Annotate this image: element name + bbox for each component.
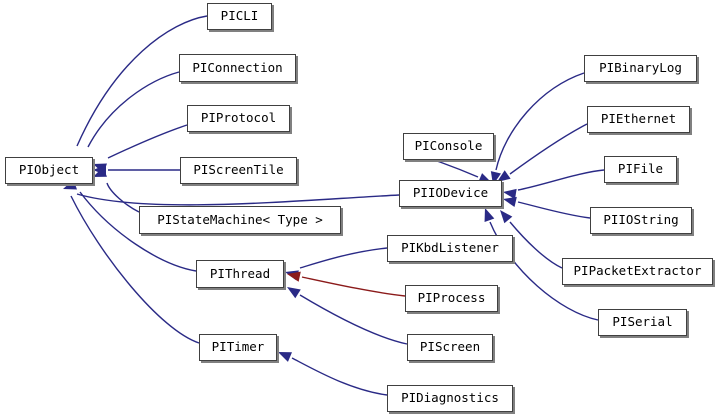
class-node-pitimer[interactable]: PITimer bbox=[199, 334, 277, 361]
edge-paths bbox=[70, 15, 605, 396]
edge-e-piprocess bbox=[301, 276, 406, 297]
class-node-label: PIEthernet bbox=[600, 111, 677, 127]
class-node-pifile[interactable]: PIFile bbox=[604, 156, 677, 183]
class-node-label: PITimer bbox=[211, 339, 265, 355]
arrowhead-e-piiostring bbox=[503, 196, 517, 207]
edge-e-pithread bbox=[79, 191, 197, 272]
class-node-pikbdlistener[interactable]: PIKbdListener bbox=[387, 235, 513, 262]
class-node-piprocess[interactable]: PIProcess bbox=[405, 285, 498, 312]
class-node-piscreentile[interactable]: PIScreenTile bbox=[180, 157, 297, 184]
edge-e-picli bbox=[76, 15, 208, 147]
arrowhead-e-piserial bbox=[484, 208, 495, 222]
edge-e-piconnection bbox=[87, 71, 180, 148]
edge-e-pibinarylog bbox=[495, 72, 585, 171]
edge-e-piiodevice bbox=[76, 193, 400, 206]
class-node-label: PIStateMachine< Type > bbox=[157, 211, 323, 227]
class-node-label: PIObject bbox=[18, 162, 80, 178]
edge-e-piethernet bbox=[509, 123, 588, 175]
edge-e-pitimer bbox=[70, 195, 200, 344]
arrowhead-e-piethernet bbox=[497, 170, 511, 182]
edge-e-pidiagnostics bbox=[291, 357, 388, 396]
edge-e-pistatemachine bbox=[106, 182, 140, 213]
arrowhead-e-pidiagnostics bbox=[278, 352, 292, 362]
class-node-pidiagnostics[interactable]: PIDiagnostics bbox=[387, 385, 513, 412]
edge-e-piprotocol bbox=[107, 124, 188, 159]
arrowhead-e-pistatemachine bbox=[93, 167, 107, 177]
edge-e-piiostring bbox=[517, 201, 591, 219]
class-node-label: PISerial bbox=[612, 314, 673, 330]
class-node-label: PIDiagnostics bbox=[401, 390, 499, 406]
class-node-label: PIBinaryLog bbox=[599, 60, 682, 76]
class-node-label: PIFile bbox=[617, 161, 664, 177]
arrowhead-e-piprocess bbox=[287, 271, 301, 282]
class-node-label: PIKbdListener bbox=[401, 240, 499, 256]
class-node-pistatemachine[interactable]: PIStateMachine< Type > bbox=[139, 206, 341, 234]
class-node-piethernet[interactable]: PIEthernet bbox=[587, 106, 690, 133]
class-node-label: PIProcess bbox=[417, 290, 486, 306]
class-node-piconsole[interactable]: PIConsole bbox=[403, 133, 494, 160]
class-node-pibinarylog[interactable]: PIBinaryLog bbox=[584, 55, 697, 82]
class-node-label: PIIOString bbox=[603, 212, 679, 228]
class-node-piconnection[interactable]: PIConnection bbox=[179, 54, 296, 82]
class-node-piiodevice[interactable]: PIIODevice bbox=[399, 180, 502, 207]
class-node-label: PIScreenTile bbox=[193, 162, 284, 178]
class-node-label: PIPacketExtractor bbox=[573, 263, 702, 279]
class-node-pipacketextractor[interactable]: PIPacketExtractor bbox=[562, 258, 713, 285]
class-node-piscreen[interactable]: PIScreen bbox=[407, 334, 493, 361]
class-node-picli[interactable]: PICLI bbox=[207, 3, 272, 30]
class-node-pithread[interactable]: PIThread bbox=[196, 260, 284, 288]
edge-e-piscreen bbox=[299, 294, 408, 345]
edge-e-pifile bbox=[517, 169, 605, 191]
arrowhead-e-pifile bbox=[503, 188, 517, 200]
class-node-label: PIConnection bbox=[192, 59, 283, 75]
class-node-piobject[interactable]: PIObject bbox=[5, 157, 93, 184]
class-node-label: PIScreen bbox=[419, 339, 481, 355]
arrowhead-e-piscreen bbox=[287, 287, 301, 299]
class-node-label: PIProtocol bbox=[200, 110, 277, 126]
class-node-piiostring[interactable]: PIIOString bbox=[590, 207, 692, 234]
class-node-label: PIIODevice bbox=[412, 185, 489, 201]
edge-e-pipacketextractor bbox=[509, 221, 563, 269]
arrowhead-e-pipacketextractor bbox=[500, 210, 513, 224]
class-node-piprotocol[interactable]: PIProtocol bbox=[187, 105, 290, 132]
class-node-label: PIConsole bbox=[414, 138, 483, 154]
edge-e-pikbdlistener bbox=[299, 247, 388, 269]
class-node-piserial[interactable]: PISerial bbox=[598, 309, 687, 336]
class-node-label: PIThread bbox=[209, 265, 271, 281]
class-node-label: PICLI bbox=[220, 8, 259, 24]
